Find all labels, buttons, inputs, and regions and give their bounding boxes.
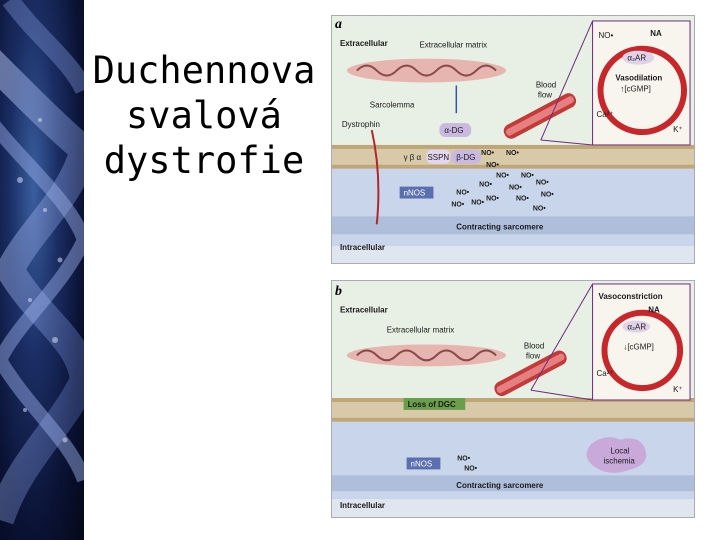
- panel-b-vasoconstriction: Vasoconstriction: [599, 292, 663, 301]
- panel-a-sspn: [426, 149, 451, 164]
- panel-b-letter: b: [335, 284, 342, 299]
- panel-b-na: NA: [648, 306, 660, 315]
- dna-image: [0, 0, 84, 525]
- svg-text:NO•: NO•: [509, 185, 522, 192]
- panel-a-blood-flow-1: Blood: [536, 80, 556, 89]
- panel-b-alpha2ar: α₂AR: [627, 323, 646, 332]
- title-line-2: svalová: [126, 94, 282, 137]
- svg-text:NO•: NO•: [481, 150, 494, 157]
- title-line-3: dystrofie: [103, 139, 305, 182]
- panel-a-vessel-ring: [597, 45, 688, 136]
- panel-a-callout-no: NO•: [599, 31, 614, 40]
- diagram-panel-b: b Extracellular Extracellular matrix Blo…: [331, 280, 695, 518]
- svg-text:NO•: NO•: [451, 201, 464, 208]
- panel-a-sg: γ β α: [404, 153, 422, 162]
- svg-text:NO•: NO•: [456, 190, 469, 197]
- panel-b-blood-flow-2: flow: [526, 351, 540, 360]
- panel-b-nnos: [406, 457, 441, 470]
- panel-a-sarcolemma-label: Sarcolemma: [370, 100, 415, 109]
- panel-b-cgmp: ↓[cGMP]: [623, 342, 653, 351]
- panel-b-blood-vessel: [494, 350, 567, 397]
- panel-b-sarcomere: [332, 475, 694, 492]
- svg-text:NO•: NO•: [486, 162, 499, 169]
- panel-a-matrix-fibers: [346, 58, 507, 83]
- panel-a-dystrophin-label: Dystrophin: [342, 120, 380, 129]
- svg-text:NO•: NO•: [533, 205, 546, 212]
- panel-a-nnos: [399, 186, 434, 199]
- panel-b-loss-dgc-box: [403, 398, 466, 410]
- panel-b-no-2: NO•: [464, 465, 477, 472]
- panel-a-contracting-label: Contracting sarcomere: [456, 222, 544, 231]
- panel-b-no-1: NO•: [457, 455, 470, 462]
- panel-a-letter: a: [335, 17, 342, 32]
- panel-a-sarcolemma: [332, 144, 694, 169]
- svg-text:NO•: NO•: [471, 199, 484, 206]
- panel-a-extracellular-label: Extracellular: [340, 39, 388, 48]
- svg-text:NO•: NO•: [506, 150, 519, 157]
- panel-b-diagram: b Extracellular Extracellular matrix Blo…: [332, 281, 694, 517]
- decorative-dna-strip: [0, 0, 84, 540]
- title-line-1: Duchennova: [92, 49, 316, 92]
- svg-text:NO•: NO•: [516, 196, 529, 203]
- panel-a-alpha-dg: [439, 123, 472, 138]
- slide-title: Duchennova svalová dystrofie: [84, 48, 324, 183]
- panel-b-callout: [592, 283, 691, 401]
- panel-b-local-2: ischemia: [604, 456, 636, 465]
- svg-text:SSPN: SSPN: [427, 153, 449, 162]
- panel-a-callout: [592, 20, 691, 146]
- panel-b-extracellular-label: Extracellular: [340, 306, 388, 315]
- panel-a-sarcomere: [332, 216, 694, 235]
- svg-text:NO•: NO•: [479, 182, 492, 189]
- svg-text:nNOS: nNOS: [404, 189, 426, 198]
- svg-text:NO•: NO•: [521, 173, 534, 180]
- panel-a-na: NA: [650, 29, 662, 38]
- panel-a-vasodilation: Vasodilation: [615, 73, 662, 82]
- svg-text:NO•: NO•: [541, 192, 554, 199]
- svg-text:β-DG: β-DG: [456, 153, 475, 162]
- svg-text:NO•: NO•: [496, 173, 509, 180]
- svg-text:nNOS: nNOS: [411, 459, 433, 468]
- panel-a-diagram: a Extracellular Extracellular matrix Blo…: [332, 16, 694, 263]
- panel-a-blood-vessel: [503, 93, 577, 139]
- panel-b-k: K⁺: [673, 385, 682, 394]
- panel-a-dystrophin-strand: [370, 129, 380, 225]
- panel-b-matrix-fibers: [346, 344, 507, 367]
- panel-b-ischemia-blob: [586, 437, 647, 473]
- diagram-panel-a: a Extracellular Extracellular matrix Blo…: [331, 15, 695, 264]
- panel-b-vessel-ring: [601, 309, 684, 392]
- panel-a-intracellular-label: Intracellular: [340, 243, 385, 252]
- panel-a-cgmp: ↑[cGMP]: [620, 84, 650, 93]
- panel-b-matrix-label: Extracellular matrix: [387, 326, 455, 335]
- panel-a-matrix-label: Extracellular matrix: [420, 41, 488, 50]
- panel-b-blood-flow-1: Blood: [524, 341, 544, 350]
- panel-a-intracellular-zone: [332, 168, 694, 249]
- panel-b-contracting-label: Contracting sarcomere: [456, 481, 544, 490]
- svg-text:NO•: NO•: [486, 196, 499, 203]
- panel-a-no-cluster: NO• NO• NO• NO• NO• NO• NO• NO• NO• NO• …: [451, 150, 554, 213]
- panel-a-alpha2ar: α₂AR: [627, 54, 646, 63]
- svg-text:NO•: NO•: [536, 180, 549, 187]
- panel-a-blood-flow-2: flow: [538, 90, 552, 99]
- panel-a-beta-dg: [451, 149, 482, 164]
- panel-b-ca: Ca²⁺: [597, 369, 614, 378]
- panel-a-k: K⁺: [673, 125, 682, 134]
- panel-b-local-1: Local: [610, 447, 629, 456]
- panel-b-loss-dgc: Loss of DGC: [408, 400, 456, 409]
- panel-b-intracellular-label: Intracellular: [340, 501, 385, 510]
- svg-text:α-DG: α-DG: [444, 126, 463, 135]
- panel-a-ca: Ca²⁺: [597, 110, 614, 119]
